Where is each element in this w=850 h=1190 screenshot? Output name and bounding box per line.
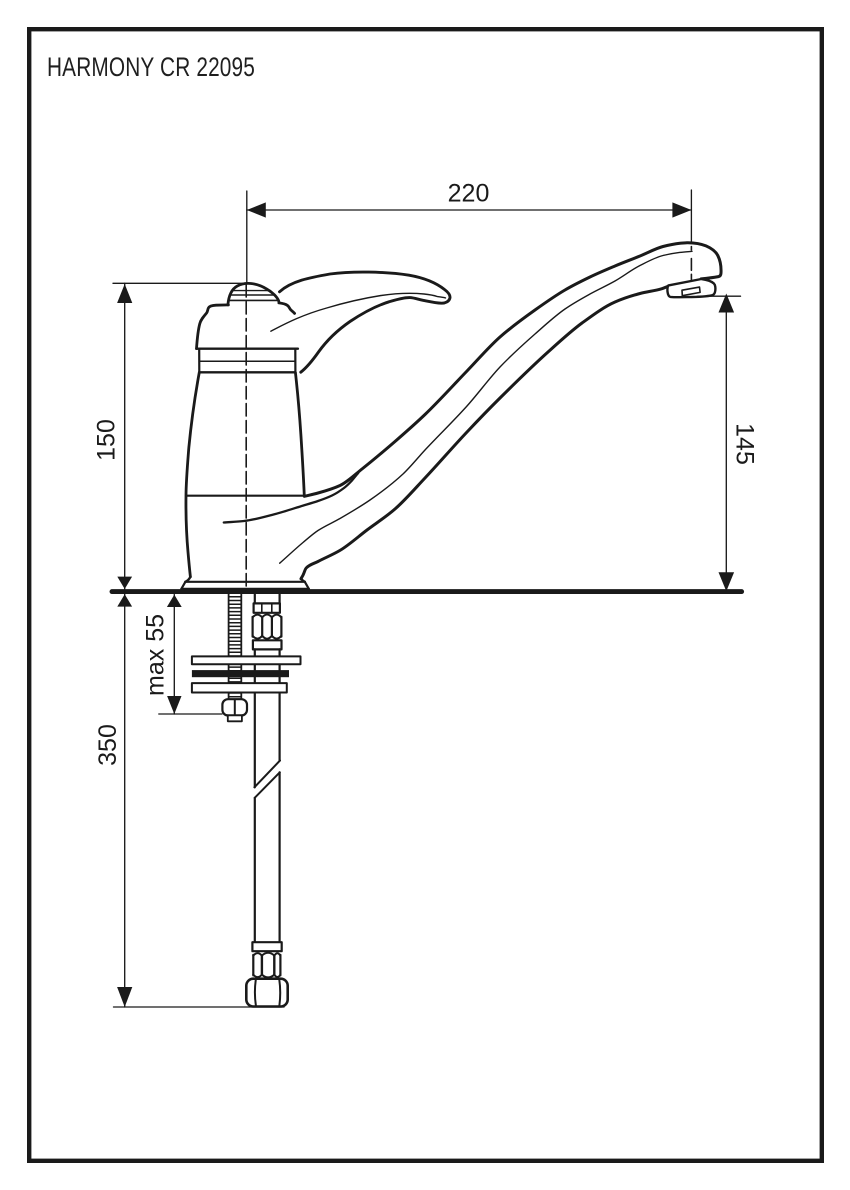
hose-crimp-lower-arcs-top — [252, 951, 282, 957]
hose-crimp-lower-arcs-bottom — [252, 973, 282, 979]
dim-145-arrow-top — [718, 293, 735, 313]
dim-150-arrow-top — [117, 284, 133, 303]
dim-145-label: 145 — [731, 423, 759, 465]
faucet-cap — [226, 282, 281, 307]
hose-flange-upper — [251, 639, 283, 651]
dim-max55-arrow-top — [166, 594, 182, 607]
aerator-outlet — [681, 286, 701, 297]
cap-outline — [226, 282, 281, 307]
rubber-gasket — [191, 670, 289, 678]
hose-tube-lower — [253, 771, 281, 944]
faucet-foot — [180, 575, 310, 591]
bell-right-edge — [277, 301, 296, 315]
drawing-title: HARMONY CR 22095 — [47, 52, 255, 82]
rod-end-washer — [226, 714, 243, 723]
hose-crimp-upper-sides — [251, 615, 283, 638]
hose-fitting-lower — [245, 941, 290, 1008]
dim-hose-length — [112, 593, 285, 1008]
body-left-edge — [184, 371, 201, 579]
spout-upper-outline — [302, 241, 723, 498]
hose-tube-upper — [253, 648, 281, 789]
foot-side-left — [180, 580, 187, 590]
hose-crimp-upper-arcs-top — [251, 613, 283, 619]
dim-spout-reach — [246, 189, 693, 284]
mounting-washers — [190, 655, 302, 694]
faucet-spout — [222, 241, 723, 581]
dim-350-label: 350 — [94, 724, 122, 766]
spout-root-inner-curve — [222, 471, 360, 524]
washer-plate-upper — [190, 655, 302, 666]
mounting-nut — [221, 698, 249, 723]
hose-crimp-lower-ribs — [260, 954, 276, 976]
dim-outlet-height — [697, 293, 742, 592]
dim-150-label: 150 — [93, 419, 121, 461]
dim-max55-label: max 55 — [142, 614, 170, 696]
hose-end-nut-facets — [253, 978, 282, 1007]
hose-crimp-upper-ribs — [261, 616, 273, 637]
supply-hose — [245, 593, 290, 1008]
faucet-handle — [270, 270, 452, 374]
dim-220-label: 220 — [448, 180, 490, 208]
hose-end-nut — [245, 977, 290, 1008]
hose-collar-lower — [251, 941, 283, 953]
washer-plate-lower — [190, 682, 288, 694]
hose-fitting-upper — [251, 602, 283, 651]
body-right-edge — [294, 371, 306, 498]
handle-crease-line — [270, 292, 447, 332]
hose-top-stub — [253, 593, 281, 605]
hose-hex-upper — [252, 602, 282, 614]
dim-body-height — [112, 282, 246, 590]
dimension-lines — [112, 189, 742, 1008]
drawing-ink-layer — [109, 189, 745, 1008]
foot-side-right — [303, 580, 310, 590]
dim-max55-arrow-bottom — [167, 696, 182, 714]
dim-145-arrow-bottom — [718, 572, 735, 592]
rod-threads — [228, 596, 242, 698]
spout-lower-outline — [299, 285, 669, 581]
dim-350-arrow-top — [117, 594, 133, 607]
hose-hex-upper-facets — [261, 603, 273, 613]
hose-crimp-upper-arcs-bottom — [251, 634, 283, 640]
dim-150-arrow-bottom — [117, 576, 133, 589]
handle-outline — [278, 270, 452, 374]
threaded-rod — [227, 593, 243, 701]
dim-350-arrow-bottom — [117, 987, 133, 1007]
sheet-border — [27, 27, 824, 1163]
bell-left-edge — [195, 303, 230, 350]
spout-inner-line — [279, 250, 693, 564]
dim-max-deck-thickness — [158, 593, 223, 715]
hose-break-marks — [253, 759, 281, 799]
hose-crimp-lower-sides — [252, 953, 282, 977]
faucet-body — [184, 301, 306, 579]
